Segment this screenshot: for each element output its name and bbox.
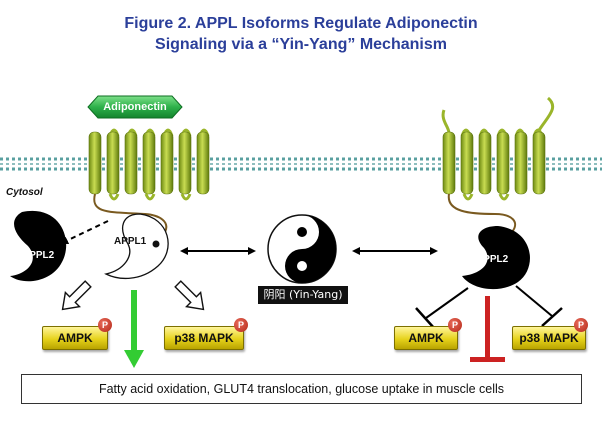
appl1-label: APPL1 bbox=[114, 236, 147, 247]
phospho-badge: P bbox=[98, 318, 112, 332]
green-activation-arrow bbox=[124, 290, 144, 368]
p38-box-left: p38 MAPK bbox=[164, 326, 244, 350]
appl1-shape bbox=[104, 213, 169, 279]
ampk-left-label: AMPK bbox=[57, 331, 93, 345]
appl2-left-shape bbox=[10, 210, 67, 282]
yin-yang-icon bbox=[267, 214, 337, 284]
inhibition-to-p38-right bbox=[515, 285, 563, 327]
receptor-right bbox=[441, 96, 555, 233]
appl2-left-label: APPL2 bbox=[22, 250, 55, 261]
appl2-right-shape bbox=[462, 226, 530, 290]
p38-box-right: p38 MAPK bbox=[512, 326, 586, 350]
inhibition-to-ampk-right bbox=[415, 287, 469, 329]
ampk-box-left: AMPK bbox=[42, 326, 108, 350]
p38-left-label: p38 MAPK bbox=[174, 331, 234, 345]
figure-title-line-1: Figure 2. APPL Isoforms Regulate Adipone… bbox=[124, 15, 478, 32]
phospho-badge: P bbox=[574, 318, 588, 332]
cytosol-label: Cytosol bbox=[6, 187, 43, 198]
appl2-right-label: APPL2 bbox=[476, 254, 509, 265]
ampk-right-label: AMPK bbox=[408, 331, 444, 345]
hollow-arrow-to-p38-left bbox=[174, 280, 205, 311]
adiponectin-label: Adiponectin bbox=[103, 101, 167, 113]
dashed-arrow-appl1-to-appl2 bbox=[60, 220, 109, 245]
phospho-badge: P bbox=[448, 318, 462, 332]
figure-title-line-2: Signaling via a “Yin-Yang” Mechanism bbox=[155, 36, 447, 53]
receptor-left bbox=[88, 128, 210, 233]
outcome-box: Fatty acid oxidation, GLUT4 translocatio… bbox=[21, 374, 582, 404]
phospho-badge: P bbox=[234, 318, 248, 332]
yin-yang-label: 阴阳 (Yin-Yang) bbox=[258, 286, 348, 304]
hollow-arrow-to-ampk-left bbox=[61, 280, 92, 311]
adiponectin-ligand bbox=[87, 95, 183, 119]
p38-right-label: p38 MAPK bbox=[519, 331, 579, 345]
cell-membrane bbox=[0, 157, 602, 171]
red-inhibition-bar bbox=[470, 296, 505, 362]
ampk-box-right: AMPK bbox=[394, 326, 458, 350]
